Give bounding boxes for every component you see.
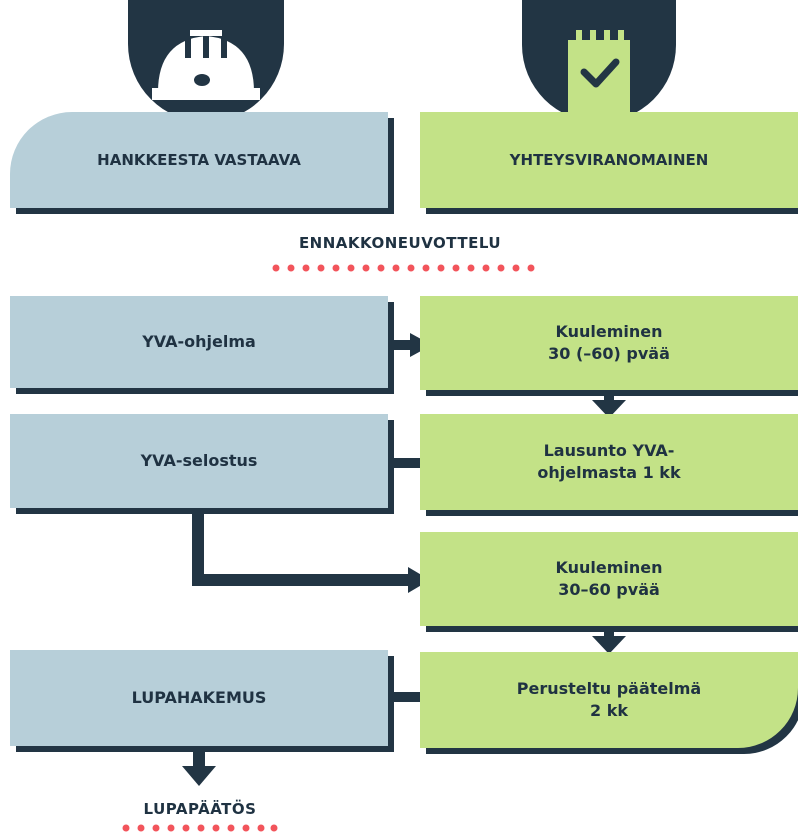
- checklist-notepad-icon: [568, 30, 630, 112]
- role-developer-label: HANKKEESTA VASTAAVA: [97, 151, 301, 169]
- pre-consultation-label: ENNAKKONEUVOTTELU: [298, 234, 502, 252]
- step-hearing-1-label: Kuuleminen 30 (–60) pvää: [548, 322, 670, 363]
- step-statement-label: Lausunto YVA- ohjelmasta 1 kk: [537, 441, 681, 482]
- permit-decision-dots: [122, 824, 278, 832]
- role-authority-label: YHTEYSVIRANOMAINEN: [509, 151, 709, 169]
- step-reasoned-conclusion-box: Perusteltu päätelmä 2 kk: [420, 652, 798, 748]
- step-yva-report-label: YVA-selostus: [140, 451, 258, 470]
- step-permit-application-label: LUPAHAKEMUS: [131, 688, 267, 707]
- step-permit-application-box: LUPAHAKEMUS: [10, 650, 388, 746]
- pre-consultation-dots: [272, 264, 535, 272]
- permit-decision-label: LUPAPÄÄTÖS: [143, 800, 257, 818]
- step-yva-program-label: YVA-ohjelma: [142, 332, 256, 351]
- step-hearing-1-box: Kuuleminen 30 (–60) pvää: [420, 296, 798, 390]
- step-yva-report-box: YVA-selostus: [10, 414, 388, 508]
- hard-hat-icon: [152, 30, 260, 100]
- step-yva-program-box: YVA-ohjelma: [10, 296, 388, 388]
- role-authority-box: YHTEYSVIRANOMAINEN: [420, 112, 798, 208]
- role-developer-box: HANKKEESTA VASTAAVA: [10, 112, 388, 208]
- step-hearing-2-label: Kuuleminen 30–60 pvää: [555, 558, 663, 599]
- step-reasoned-conclusion-label: Perusteltu päätelmä 2 kk: [516, 679, 702, 720]
- step-statement-box: Lausunto YVA- ohjelmasta 1 kk: [420, 414, 798, 510]
- step-hearing-2-box: Kuuleminen 30–60 pvää: [420, 532, 798, 626]
